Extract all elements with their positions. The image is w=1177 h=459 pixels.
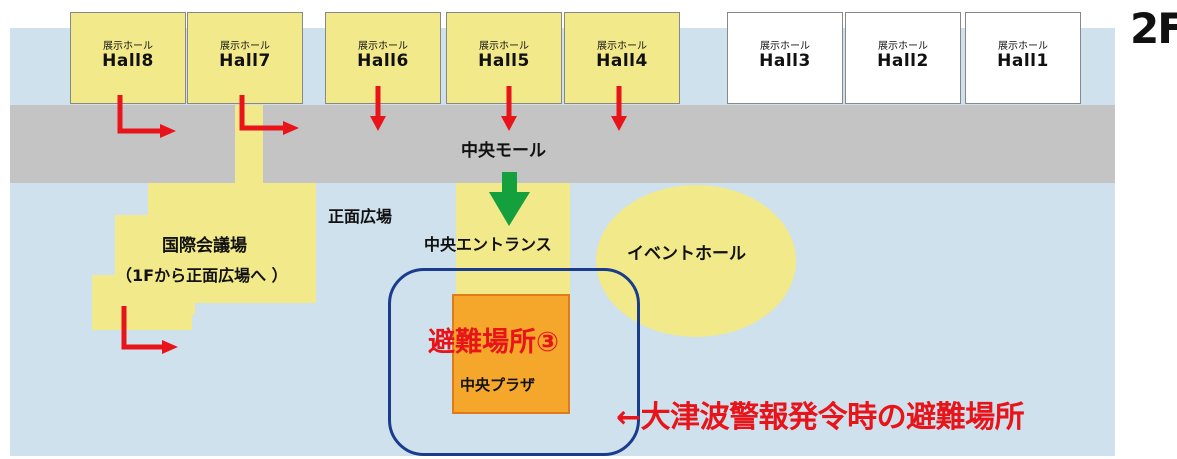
evac-arrow-conference (121, 306, 162, 350)
central-plaza-evacuation-site[interactable] (452, 294, 570, 414)
front-plaza-label: 正面広場 (328, 207, 393, 226)
hall-sub-label: 展示ホール (103, 41, 153, 52)
hall-sub-label: 展示ホール (760, 41, 810, 52)
event-hall-label: イベントホール (627, 244, 746, 264)
hall-sub-label: 展示ホール (479, 41, 529, 52)
evacuation-zone-outline (388, 268, 640, 456)
conference-label: 国際会議場 (162, 236, 247, 256)
hall-8[interactable]: 展示ホール Hall8 (70, 12, 186, 104)
hall-sub-label: 展示ホール (358, 41, 408, 52)
hall-5[interactable]: 展示ホール Hall5 (446, 12, 562, 104)
hall-1[interactable]: 展示ホール Hall1 (965, 12, 1081, 104)
floor-label: 2F (1130, 4, 1177, 53)
central-entrance-label: 中央エントランス (424, 235, 552, 254)
arrow-head (283, 121, 299, 135)
hall-2[interactable]: 展示ホール Hall2 (845, 12, 961, 104)
hall-6[interactable]: 展示ホール Hall6 (325, 12, 441, 104)
hall-sub-label: 展示ホール (220, 41, 270, 52)
evac-arrow-hall8 (117, 95, 160, 134)
hall-3[interactable]: 展示ホール Hall3 (727, 12, 843, 104)
entrance-arrow-shaft (502, 172, 517, 194)
arrow-head (370, 116, 386, 131)
hall-sub-label: 展示ホール (597, 41, 647, 52)
arrow-head (611, 116, 627, 131)
hall-name: Hall7 (219, 51, 271, 71)
central-mall-label: 中央モール (461, 141, 546, 161)
hall-name: Hall6 (357, 51, 409, 71)
arrow-head (160, 124, 176, 138)
hall-7[interactable]: 展示ホール Hall7 (187, 12, 303, 104)
arrow-head (501, 116, 517, 131)
event-hall-area (596, 185, 796, 337)
central-mall-corridor (10, 105, 1115, 183)
hall-sub-label: 展示ホール (878, 41, 928, 52)
hall-name: Hall5 (478, 51, 530, 71)
tsunami-evacuation-notice: ←大津波警報発令時の避難場所 (616, 400, 1025, 435)
hall-name: Hall3 (759, 51, 811, 71)
arrow-head (162, 340, 178, 354)
conference-note-label: （1Fから正面広場へ ） (116, 266, 288, 285)
hall-name: Hall8 (102, 51, 154, 71)
central-plaza-label: 中央プラザ (460, 376, 536, 394)
entrance-arrow-head (489, 192, 530, 226)
hall-name: Hall4 (596, 51, 648, 71)
hall-sub-label: 展示ホール (998, 41, 1048, 52)
hall-4[interactable]: 展示ホール Hall4 (564, 12, 680, 104)
hall-name: Hall2 (877, 51, 929, 71)
evac-arrow-hall7 (239, 95, 283, 131)
evacuation-site-label: 避難場所③ (428, 327, 559, 358)
conference-area (92, 275, 192, 330)
hall-name: Hall1 (997, 51, 1049, 71)
